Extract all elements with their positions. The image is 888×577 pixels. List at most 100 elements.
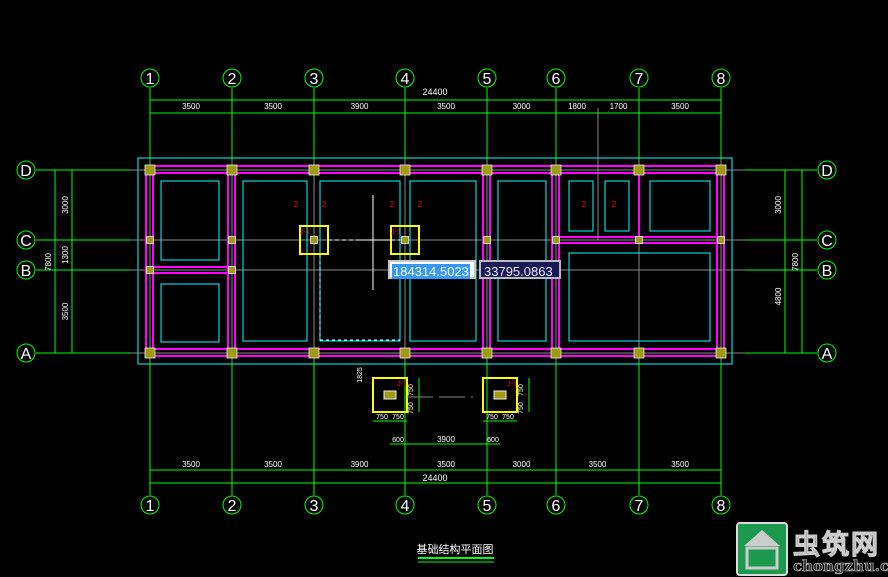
grid-col-7-top-bubble xyxy=(629,68,649,88)
dim-bottom-total: 24400 xyxy=(422,473,447,483)
dim-top-total: 24400 xyxy=(422,87,447,97)
grid-row-A-right-bubble xyxy=(817,343,837,363)
column xyxy=(146,266,154,274)
grid-col-5-bottom-bubble xyxy=(477,495,497,515)
dim-right-total: 7800 xyxy=(791,253,800,271)
dim-footing-edge: 600 xyxy=(487,437,499,444)
grid-col-2-bottom-label: 2 xyxy=(228,498,237,515)
dim-footing-height: 750 xyxy=(518,402,525,414)
beam-tag: 2 xyxy=(294,200,299,209)
grid-row-D-right-bubble xyxy=(817,160,837,180)
grid-col-8-top-bubble xyxy=(711,68,731,88)
grid-col-2-top-label: 2 xyxy=(228,71,237,88)
dim-left-total: 7800 xyxy=(44,253,53,271)
grid-row-B-right-label: B xyxy=(822,263,833,280)
column xyxy=(550,164,562,176)
beam-tag: 2 xyxy=(418,200,423,209)
column xyxy=(633,347,645,359)
grid-col-8-bottom-bubble xyxy=(711,495,731,515)
dim-top-span: 3500 xyxy=(182,102,200,111)
dim-top-span: 3500 xyxy=(671,102,689,111)
dim-footing-width: 750 xyxy=(376,414,388,421)
column xyxy=(144,164,156,176)
dim-left-span: 1300 xyxy=(61,246,70,264)
dim-footing-spacing: 3900 xyxy=(437,435,455,444)
grid-col-6-bottom-bubble xyxy=(546,495,566,515)
grid-row-D-left-bubble xyxy=(16,160,36,180)
dim-right-span: 3000 xyxy=(774,196,783,214)
dim-footing-height: 750 xyxy=(408,402,415,414)
dim-bottom-span: 3500 xyxy=(589,460,607,469)
dim-top-span: 3000 xyxy=(513,102,531,111)
grid-col-6-top-bubble xyxy=(546,68,566,88)
dim-bottom-span: 3500 xyxy=(437,460,455,469)
column xyxy=(481,164,493,176)
grid-col-8-bottom-label: 8 xyxy=(717,498,726,515)
grid-col-5-top-label: 5 xyxy=(483,71,492,88)
column xyxy=(715,347,727,359)
footing-detail xyxy=(482,377,518,413)
column xyxy=(228,236,236,244)
column xyxy=(146,236,154,244)
grid-col-7-bottom-bubble xyxy=(629,495,649,515)
grid-row-C-right-bubble xyxy=(817,230,837,250)
grid-col-4-bottom-bubble xyxy=(395,495,415,515)
grid-col-2-top-bubble xyxy=(222,68,242,88)
grid-col-3-top-bubble xyxy=(304,68,324,88)
column-detail xyxy=(493,390,507,400)
column xyxy=(228,266,236,274)
column xyxy=(144,347,156,359)
column xyxy=(717,236,725,244)
grid-col-8-top-label: 8 xyxy=(717,71,726,88)
y-coordinate-input[interactable]: 33795.0863 xyxy=(479,260,561,279)
dim-bottom-span: 3500 xyxy=(671,460,689,469)
grid-row-C-right-label: C xyxy=(821,233,833,250)
beam-tag: 2 xyxy=(582,200,587,209)
slab-panel xyxy=(649,180,711,232)
grid-row-B-left-bubble xyxy=(16,260,36,280)
footing-detail-tag: J-1 xyxy=(397,381,407,388)
column-detail xyxy=(383,390,397,400)
drawing-title: 基础结构平面图 xyxy=(417,542,494,556)
watermark-site: chongzhu.cn xyxy=(793,557,888,576)
footing-tag: J-1 xyxy=(391,229,401,236)
slab-panel xyxy=(242,180,308,342)
grid-col-6-top-label: 6 xyxy=(552,71,561,88)
footing-tag: J-1 xyxy=(300,229,310,236)
dim-footing-height: 750 xyxy=(408,384,415,396)
dim-bottom-span: 3900 xyxy=(351,460,369,469)
grid-row-A-left-label: A xyxy=(21,346,32,363)
dim-right-span: 4800 xyxy=(774,287,783,305)
grid-row-A-right-label: A xyxy=(822,346,833,363)
watermark: 虫筑网 chongzhu.cn xyxy=(735,521,888,577)
x-coordinate-value: 184314.5023 xyxy=(392,264,470,279)
grid-col-7-top-label: 7 xyxy=(635,71,644,88)
grid-col-4-bottom-label: 4 xyxy=(401,498,410,515)
column xyxy=(399,164,411,176)
slab-panel xyxy=(160,283,220,343)
dim-top-span: 3500 xyxy=(437,102,455,111)
column xyxy=(310,236,318,244)
grid-row-D-left-label: D xyxy=(20,163,32,180)
grid-col-1-top-bubble xyxy=(140,68,160,88)
grid-col-1-top-label: 1 xyxy=(146,71,155,88)
grid-col-3-bottom-label: 3 xyxy=(310,498,319,515)
grid-row-A-left-bubble xyxy=(16,343,36,363)
dim-footing-width: 750 xyxy=(486,414,498,421)
grid-col-5-top-bubble xyxy=(477,68,497,88)
column xyxy=(226,164,238,176)
grid-col-3-bottom-bubble xyxy=(304,495,324,515)
grid-col-4-top-label: 4 xyxy=(401,71,410,88)
grid-row-C-left-label: C xyxy=(20,233,32,250)
slab-panel xyxy=(604,180,630,232)
footing-detail-tag: J-1 xyxy=(507,381,517,388)
dim-left-span: 3500 xyxy=(61,302,70,320)
x-coordinate-input[interactable]: 184314.5023 xyxy=(388,260,476,279)
grid-col-4-top-bubble xyxy=(395,68,415,88)
column xyxy=(481,347,493,359)
dim-footing-width: 750 xyxy=(392,414,404,421)
beam-tag: 2 xyxy=(390,200,395,209)
grid-col-5-bottom-label: 5 xyxy=(483,498,492,515)
foundation-outline xyxy=(137,157,733,365)
